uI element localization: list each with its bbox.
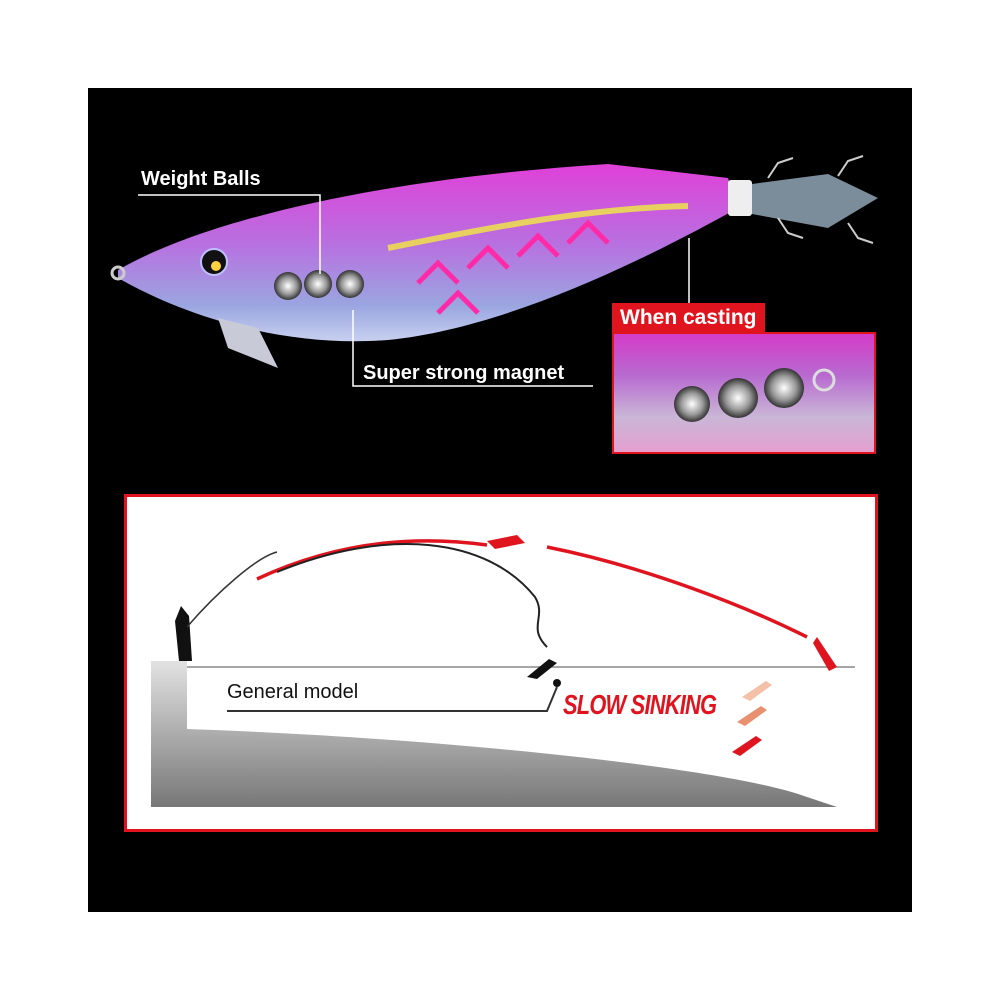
magnet-label: Super strong magnet: [363, 362, 565, 384]
weight-balls-label: Weight Balls: [141, 168, 261, 190]
when-casting-inset: [612, 332, 876, 454]
casting-diagram: General model SLOW SINKING: [124, 494, 878, 832]
jig-in-flight-icon: [487, 535, 525, 549]
casting-trajectory: [151, 535, 855, 807]
slow-sinking-label: SLOW SINKING: [563, 689, 717, 720]
when-casting-header: When casting: [612, 303, 765, 333]
weight-balls-closeup: [674, 368, 836, 422]
general-model-label: General model: [227, 681, 359, 703]
lure-illustration: [110, 155, 878, 387]
general-model-jig-icon: [527, 659, 557, 679]
angler-icon: [175, 606, 192, 661]
